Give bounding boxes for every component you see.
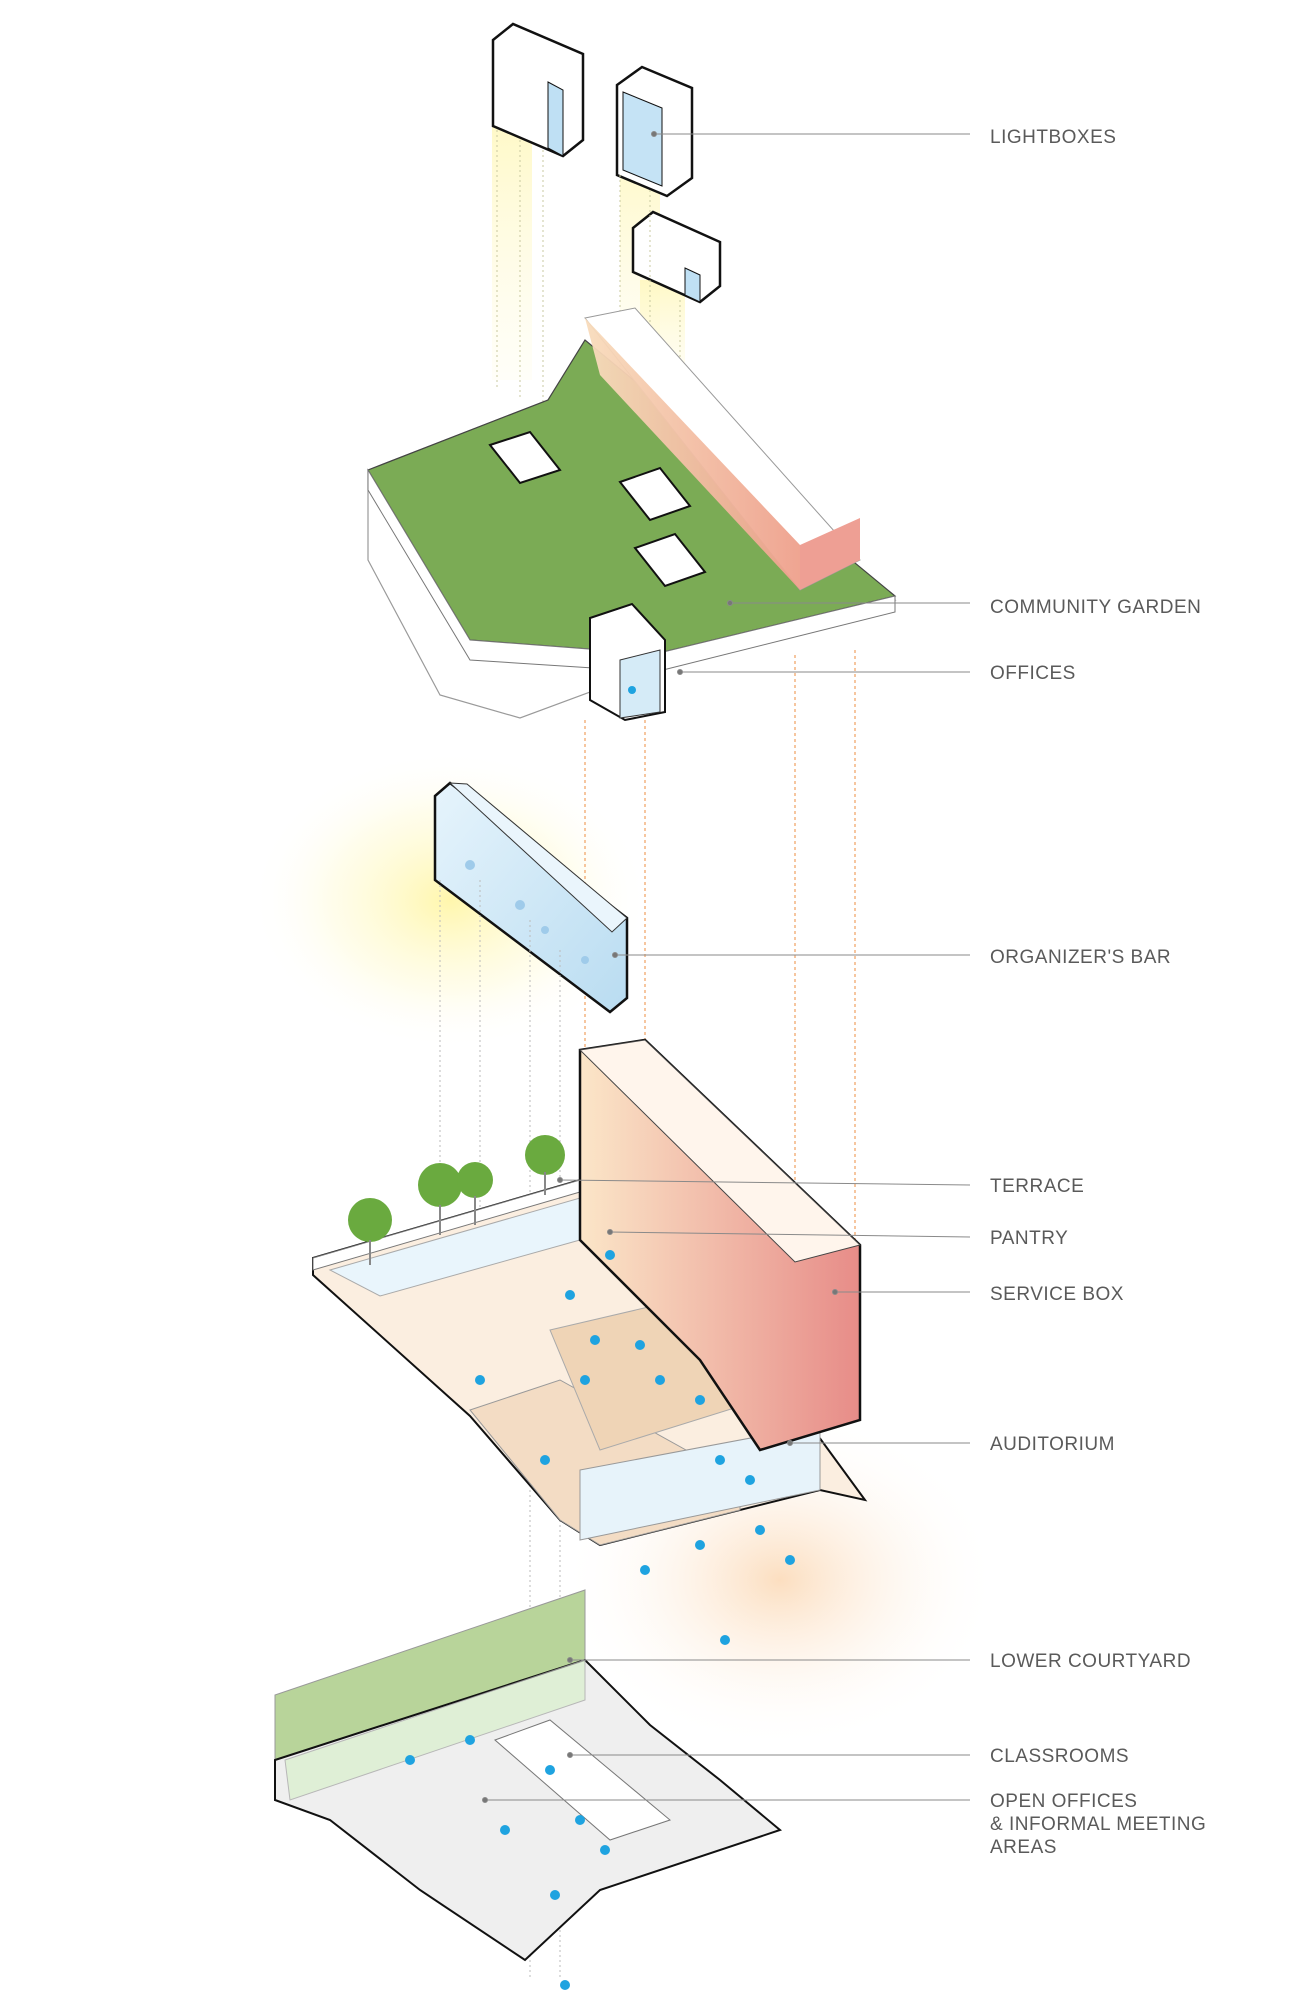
label-terrace: TERRACE	[990, 1176, 1085, 1197]
label-lower-courtyard: LOWER COURTYARD	[990, 1651, 1192, 1672]
people-figures	[405, 1250, 795, 1990]
lower-courtyard-level	[274, 1589, 783, 1962]
leader-lines	[482, 131, 971, 1803]
label-lightboxes: LIGHTBOXES	[990, 127, 1117, 148]
label-auditorium: AUDITORIUM	[990, 1434, 1115, 1455]
label-community-garden: COMMUNITY GARDEN	[990, 597, 1202, 618]
label-offices: OFFICES	[990, 663, 1076, 684]
label-service-box: SERVICE BOX	[990, 1284, 1124, 1305]
label-classrooms: CLASSROOMS	[990, 1746, 1130, 1767]
lightboxes	[491, 22, 722, 304]
roof-garden-slab	[367, 307, 897, 722]
label-organizers-bar: ORGANIZER'S BAR	[990, 947, 1172, 968]
label-pantry: PANTRY	[990, 1228, 1069, 1249]
label-open-offices: OPEN OFFICES & INFORMAL MEETING AREAS	[990, 1791, 1207, 1858]
alignment-lines	[584, 650, 856, 1265]
organizers-bar	[433, 781, 629, 1014]
auditorium-level	[312, 1038, 868, 1547]
